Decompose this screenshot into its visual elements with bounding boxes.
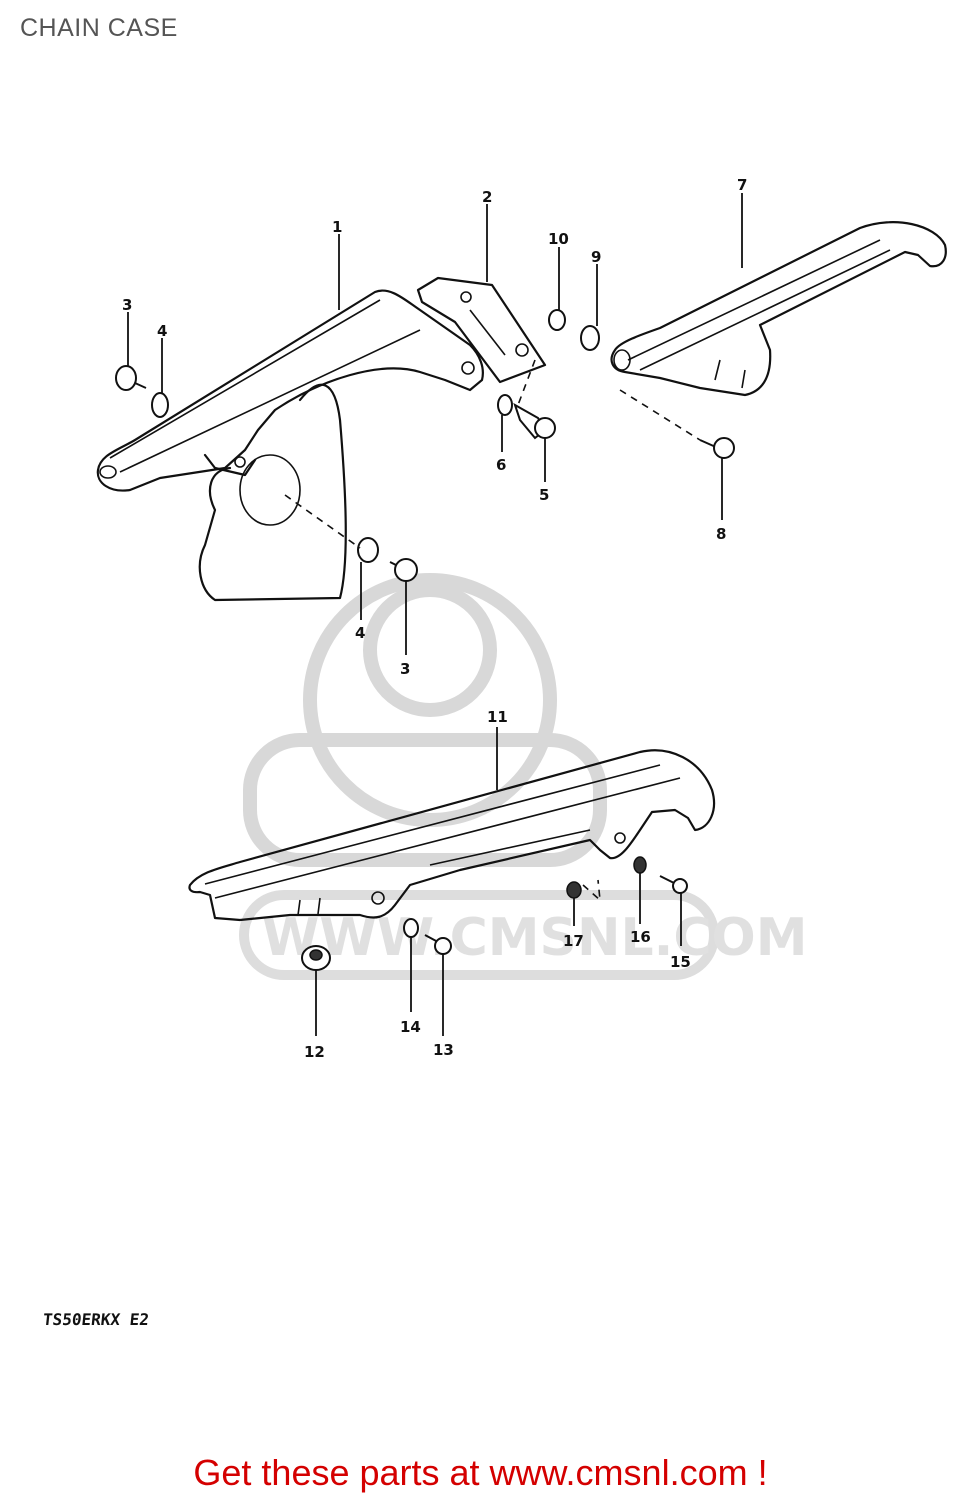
watermark-mascot-head (303, 573, 557, 827)
part-9-washer (580, 325, 600, 351)
callout-16: 16 (630, 928, 651, 946)
callout-8: 8 (716, 525, 726, 543)
callout-1: 1 (332, 218, 342, 236)
watermark-url-box (239, 890, 719, 980)
callout-6: 6 (496, 456, 506, 474)
part-3-bolt-lower (394, 558, 418, 582)
part-7-rear-chain-guard (610, 221, 947, 397)
part-2-bracket (416, 276, 547, 384)
callout-5: 5 (539, 486, 549, 504)
leader-lines (127, 193, 743, 1036)
callout-17: 17 (563, 932, 584, 950)
part-15-bolt (672, 878, 688, 894)
part-6-washer (497, 394, 513, 416)
watermark-mascot-face (363, 583, 497, 717)
footer-link-line[interactable]: Get these parts at www.cmsnl.com ! (0, 1452, 961, 1494)
callout-2: 2 (482, 188, 492, 206)
page-title: CHAIN CASE (20, 14, 178, 42)
callout-13: 13 (433, 1041, 454, 1059)
part-13-bolt (434, 937, 452, 955)
callout-10: 10 (548, 230, 569, 248)
part-1-upper-chain-case (96, 289, 484, 602)
callout-4-upper: 4 (157, 322, 167, 340)
part-4-washer-lower (357, 537, 379, 563)
callout-14: 14 (400, 1018, 421, 1036)
footer-text[interactable]: Get these parts at www.cmsnl.com ! (193, 1452, 768, 1493)
callout-7: 7 (737, 176, 747, 194)
model-code: TS50ERKX E2 (42, 1310, 150, 1329)
assembly-lines (284, 359, 701, 902)
part-4-washer-upper (151, 392, 169, 418)
watermark: WWW.CMSNL.COM (239, 573, 807, 980)
callout-3-lower: 3 (400, 660, 410, 678)
part-10-nut (548, 309, 566, 331)
part-17-nut (566, 881, 582, 899)
callouts: 1 2 3 4 5 6 7 8 9 10 4 3 11 12 13 14 15 … (122, 176, 747, 1061)
part-3-bolt-upper (115, 365, 137, 391)
part-16-nut (633, 856, 647, 874)
callout-12: 12 (304, 1043, 325, 1061)
callout-4-lower: 4 (355, 624, 365, 642)
part-8-bolt (713, 437, 735, 459)
watermark-logo-box (243, 733, 607, 867)
hardware (115, 309, 735, 971)
part-14-washer (403, 918, 419, 938)
part-11-lower-chain-case (188, 749, 716, 922)
callout-11: 11 (487, 708, 508, 726)
callout-9: 9 (591, 248, 601, 266)
watermark-url: WWW.CMSNL.COM (262, 908, 807, 968)
callout-3-upper: 3 (122, 296, 132, 314)
callout-15: 15 (670, 953, 691, 971)
